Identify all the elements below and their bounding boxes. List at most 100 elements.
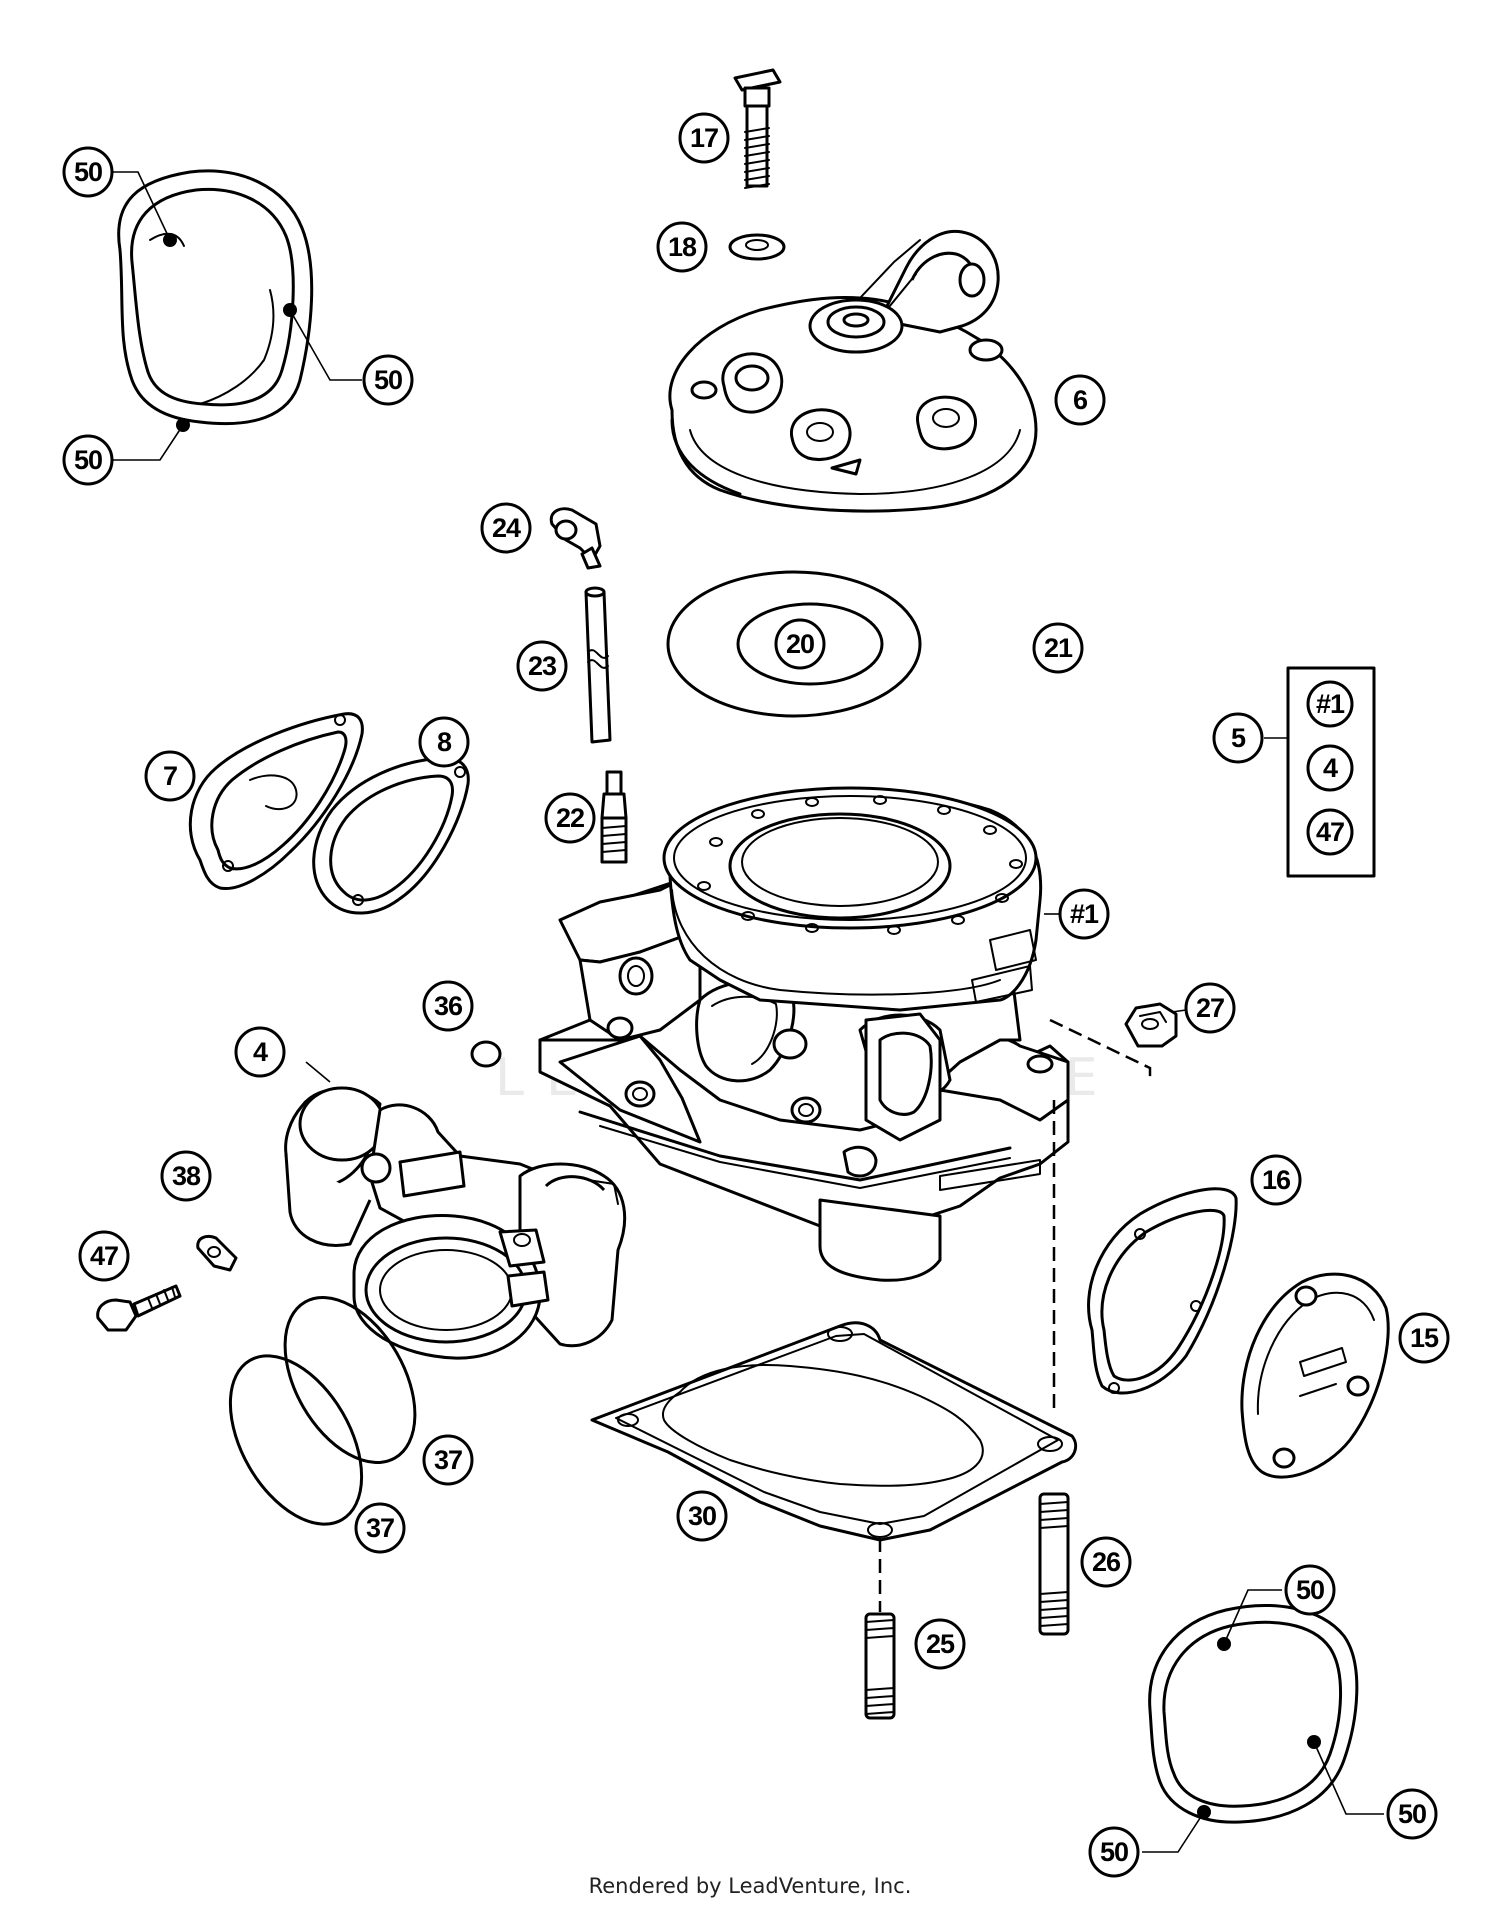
svg-text:26: 26 bbox=[1092, 1547, 1121, 1577]
callout-50[interactable]: 50 bbox=[1284, 1564, 1336, 1616]
base-gasket bbox=[590, 1321, 1078, 1542]
callout-kit-5[interactable]: 5 bbox=[1212, 712, 1264, 764]
svg-text:38: 38 bbox=[172, 1161, 201, 1191]
callout-4[interactable]: 4 bbox=[234, 1026, 286, 1078]
svg-text:#1: #1 bbox=[1070, 899, 1099, 929]
svg-text:30: 30 bbox=[688, 1501, 716, 1531]
svg-text:18: 18 bbox=[668, 232, 697, 262]
callout-47[interactable]: 47 bbox=[78, 1230, 130, 1282]
svg-text:4: 4 bbox=[1323, 753, 1338, 783]
callout-27[interactable]: 27 bbox=[1184, 982, 1236, 1034]
cylinder-head bbox=[668, 229, 1038, 513]
svg-text:50: 50 bbox=[1296, 1575, 1324, 1605]
callout-24[interactable]: 24 bbox=[480, 502, 532, 554]
water-nipple bbox=[600, 770, 628, 864]
exhaust-flange-gasket-2 bbox=[312, 756, 470, 915]
callout-22[interactable]: 22 bbox=[544, 792, 596, 844]
callout-18[interactable]: 18 bbox=[656, 221, 708, 273]
svg-text:50: 50 bbox=[1100, 1837, 1128, 1867]
callout-50[interactable]: 50 bbox=[1386, 1788, 1438, 1840]
callout-23[interactable]: 23 bbox=[516, 640, 568, 692]
leader-50-f bbox=[1142, 1811, 1205, 1853]
intake-o-ring-1 bbox=[283, 1296, 417, 1464]
callout-26[interactable]: 26 bbox=[1080, 1536, 1132, 1588]
svg-text:15: 15 bbox=[1410, 1323, 1439, 1353]
svg-text:36: 36 bbox=[434, 991, 463, 1021]
callout-25[interactable]: 25 bbox=[914, 1618, 966, 1670]
callout-30[interactable]: 30 bbox=[676, 1490, 728, 1542]
callout-50[interactable]: 50 bbox=[362, 354, 414, 406]
intake-o-ring-2 bbox=[228, 1354, 364, 1526]
hose bbox=[584, 586, 612, 744]
leader-4 bbox=[305, 1061, 331, 1083]
stud-alignment-line-27 bbox=[1049, 1018, 1152, 1082]
callout-hash1[interactable]: #1 bbox=[1058, 888, 1110, 940]
svg-text:27: 27 bbox=[1196, 993, 1224, 1023]
svg-text:37: 37 bbox=[366, 1513, 394, 1543]
banjo-fitting bbox=[549, 507, 602, 570]
callout-50[interactable]: 50 bbox=[62, 146, 114, 198]
allen-screw bbox=[96, 1284, 182, 1332]
cylinder bbox=[538, 786, 1070, 1282]
callout-16[interactable]: 16 bbox=[1250, 1154, 1302, 1206]
callout-38[interactable]: 38 bbox=[160, 1150, 212, 1202]
svg-text:24: 24 bbox=[492, 513, 521, 543]
svg-text:5: 5 bbox=[1231, 723, 1246, 753]
kit-item-47[interactable]: 47 bbox=[1306, 808, 1354, 856]
svg-text:50: 50 bbox=[74, 445, 102, 475]
svg-text:21: 21 bbox=[1044, 633, 1073, 663]
leader-50-c bbox=[112, 424, 184, 461]
head-o-ring-outer bbox=[666, 570, 922, 718]
stud-long bbox=[1038, 1492, 1070, 1636]
svg-text:37: 37 bbox=[434, 1445, 462, 1475]
ignition-cover bbox=[1240, 1272, 1390, 1479]
callout-20[interactable]: 20 bbox=[774, 618, 826, 670]
leader-50-b bbox=[289, 309, 362, 381]
leader-50-d bbox=[1223, 1589, 1282, 1645]
callout-37[interactable]: 37 bbox=[422, 1434, 474, 1486]
svg-text:7: 7 bbox=[163, 761, 177, 791]
callout-7[interactable]: 7 bbox=[144, 750, 196, 802]
cover-gasket-top-left bbox=[117, 169, 314, 432]
exhaust-flange-gasket bbox=[188, 712, 364, 890]
svg-text:47: 47 bbox=[90, 1241, 118, 1271]
svg-text:22: 22 bbox=[556, 803, 584, 833]
callout-8[interactable]: 8 bbox=[418, 716, 470, 768]
callout-50[interactable]: 50 bbox=[1088, 1826, 1140, 1878]
svg-text:47: 47 bbox=[1316, 817, 1344, 847]
kit-item-hash1[interactable]: #1 bbox=[1306, 680, 1354, 728]
footer-credit: Rendered by LeadVenture, Inc. bbox=[588, 1874, 912, 1898]
svg-text:20: 20 bbox=[786, 629, 814, 659]
small-o-ring bbox=[470, 1040, 502, 1068]
callout-21[interactable]: 21 bbox=[1032, 622, 1084, 674]
stud-short bbox=[864, 1612, 896, 1720]
svg-text:50: 50 bbox=[74, 157, 102, 187]
svg-text:#1: #1 bbox=[1316, 689, 1345, 719]
svg-text:23: 23 bbox=[528, 651, 557, 681]
svg-text:6: 6 bbox=[1073, 385, 1088, 415]
callout-15[interactable]: 15 bbox=[1398, 1312, 1450, 1364]
kit-item-4[interactable]: 4 bbox=[1306, 744, 1354, 792]
cover-gasket-right bbox=[1087, 1187, 1238, 1395]
kit-box bbox=[1286, 666, 1376, 878]
leader-27 bbox=[1171, 1009, 1187, 1013]
callout-37[interactable]: 37 bbox=[354, 1502, 406, 1554]
callout-17[interactable]: 17 bbox=[678, 112, 730, 164]
svg-text:25: 25 bbox=[926, 1629, 955, 1659]
intake-flange bbox=[284, 1086, 627, 1360]
head-o-ring-inner bbox=[736, 602, 884, 686]
cover-gasket-bottom-right bbox=[1148, 1604, 1359, 1824]
svg-text:50: 50 bbox=[1398, 1799, 1426, 1829]
svg-text:4: 4 bbox=[253, 1037, 268, 1067]
svg-text:8: 8 bbox=[437, 727, 452, 757]
leader-50-e bbox=[1313, 1741, 1384, 1815]
washer bbox=[728, 233, 786, 261]
svg-text:16: 16 bbox=[1262, 1165, 1291, 1195]
flange-nut bbox=[1124, 1002, 1178, 1048]
callout-50[interactable]: 50 bbox=[62, 434, 114, 486]
head-bolt bbox=[733, 68, 782, 189]
callout-6[interactable]: 6 bbox=[1054, 374, 1106, 426]
callout-36[interactable]: 36 bbox=[422, 980, 474, 1032]
